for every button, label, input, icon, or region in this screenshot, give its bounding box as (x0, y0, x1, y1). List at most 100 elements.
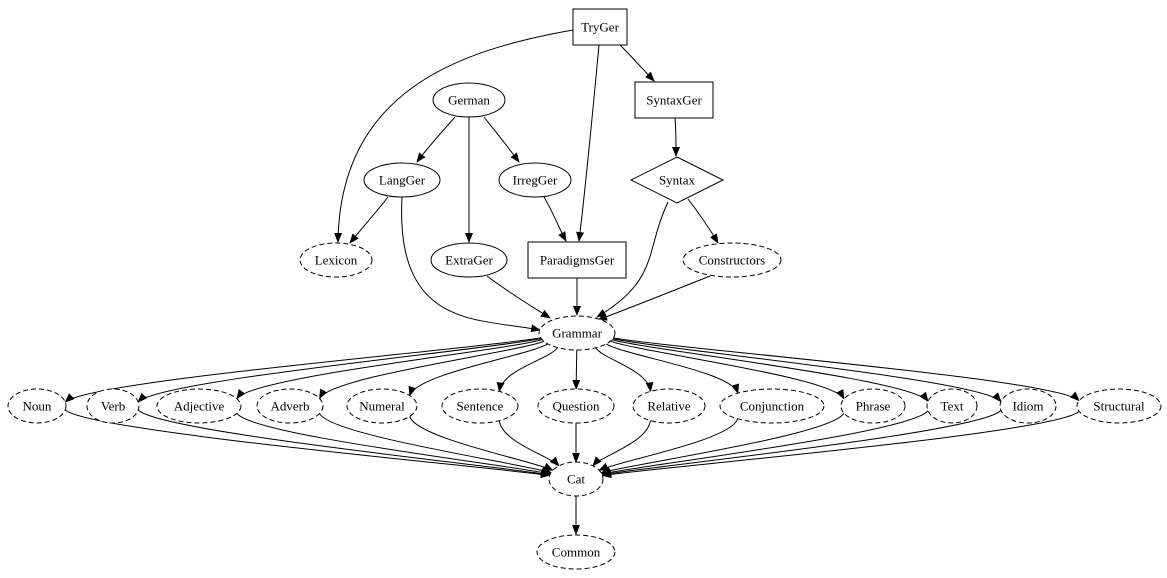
node-question: Question (537, 388, 615, 424)
node-cat-label: Cat (567, 472, 585, 487)
node-syntaxger: SyntaxGer (634, 81, 714, 119)
node-noun-label: Noun (23, 399, 52, 414)
node-langger-label: LangGer (379, 173, 426, 188)
node-text-label: Text (941, 399, 964, 414)
node-constructors: Constructors (682, 242, 782, 278)
node-phrase-label: Phrase (856, 399, 891, 414)
node-numeral: Numeral (346, 388, 418, 424)
node-syntax-label: Syntax (659, 173, 696, 188)
node-lexicon-shape (299, 242, 373, 278)
node-conjunction: Conjunction (719, 388, 825, 424)
edge-grammar-to-idiom (612, 338, 1002, 403)
node-grammar: Grammar (538, 315, 616, 351)
node-extrager-label: ExtraGer (445, 253, 493, 268)
node-syntaxger-shape (634, 81, 714, 119)
edge-grammar-to-structural (613, 337, 1080, 402)
node-constructors-shape (682, 242, 782, 278)
node-constructors-label: Constructors (699, 253, 765, 268)
edge-grammar-to-adverb (319, 340, 545, 400)
edge-tryger-to-lexicon (334, 29, 574, 243)
node-german-label: German (448, 93, 490, 108)
node-cat: Cat (548, 461, 604, 497)
edge-noun-to-cat (64, 409, 551, 479)
edge-grammar-to-text (611, 339, 929, 403)
node-paradigmsger: ParadigmsGer (527, 241, 627, 279)
node-extrager-shape (430, 242, 508, 278)
node-cat-shape (548, 461, 604, 497)
node-langger-shape (363, 162, 441, 198)
node-german: German (432, 82, 506, 118)
node-adjective-shape (156, 388, 242, 424)
edge-syntax-to-constructors (687, 198, 719, 244)
node-numeral-label: Numeral (359, 399, 405, 414)
node-lexicon-label: Lexicon (315, 253, 358, 268)
node-relative-label: Relative (647, 399, 691, 414)
node-syntax: Syntax (629, 156, 725, 204)
edge-syntax-to-grammar (596, 201, 669, 318)
node-common: Common (536, 534, 616, 570)
node-question-shape (537, 388, 615, 424)
node-structural: Structural (1076, 388, 1162, 424)
node-structural-label: Structural (1093, 399, 1145, 414)
node-text-shape (926, 388, 978, 424)
node-grammar-shape (538, 315, 616, 351)
node-langger: LangGer (363, 162, 441, 198)
edge-grammar-to-sentence (496, 347, 558, 393)
node-conjunction-shape (719, 388, 825, 424)
edge-grammar-to-noun (64, 337, 541, 403)
node-phrase-shape (840, 388, 906, 424)
node-noun: Noun (7, 388, 67, 424)
edge-structural-to-cat (601, 410, 1080, 479)
edge-grammar-to-question (572, 349, 581, 390)
edge-adjective-to-cat (236, 413, 552, 477)
node-paradigmsger-label: ParadigmsGer (540, 253, 615, 268)
edge-extrager-to-grammar (486, 275, 551, 319)
node-verb-shape (86, 388, 140, 424)
node-question-label: Question (553, 399, 600, 414)
node-idiom-shape (999, 388, 1057, 424)
edge-grammar-to-numeral (408, 343, 549, 397)
edge-irregger-to-paradigmsger (543, 196, 567, 242)
node-adjective: Adjective (156, 388, 242, 424)
node-tryger: TryGer (572, 8, 628, 46)
node-irregger-shape (498, 162, 572, 198)
node-lexicon: Lexicon (299, 242, 373, 278)
edge-adverb-to-cat (319, 413, 552, 474)
edge-langger-to-lexicon (349, 196, 389, 244)
node-grammar-label: Grammar (552, 326, 602, 341)
node-sentence-shape (441, 388, 519, 424)
node-common-label: Common (552, 545, 601, 560)
node-adverb: Adverb (256, 388, 324, 424)
node-adverb-shape (256, 388, 324, 424)
edge-verb-to-cat (137, 409, 551, 478)
node-german-shape (432, 82, 506, 118)
edge-relative-to-cat (592, 420, 651, 467)
edge-syntaxger-to-syntax (671, 117, 680, 157)
node-tryger-shape (572, 8, 628, 46)
node-conjunction-label: Conjunction (740, 399, 805, 414)
edge-grammar-to-adjective (236, 339, 543, 400)
edge-conjunction-to-cat (598, 418, 739, 471)
node-idiom-label: Idiom (1012, 399, 1043, 414)
edge-text-to-cat (600, 410, 929, 477)
edge-constructors-to-grammar (597, 275, 711, 321)
edge-grammar-to-verb (137, 338, 542, 403)
node-paradigmsger-shape (527, 241, 627, 279)
node-adjective-label: Adjective (174, 399, 225, 414)
edges-layer (64, 29, 1080, 535)
edge-german-to-langger (416, 116, 456, 163)
node-numeral-shape (346, 388, 418, 424)
node-idiom: Idiom (999, 388, 1057, 424)
node-relative: Relative (632, 388, 706, 424)
edge-numeral-to-cat (409, 416, 554, 471)
node-extrager: ExtraGer (430, 242, 508, 278)
edge-grammar-to-relative (595, 347, 654, 393)
node-syntax-shape (629, 156, 725, 204)
edge-idiom-to-cat (601, 410, 1002, 478)
node-verb: Verb (86, 388, 140, 424)
node-tryger-label: TryGer (581, 20, 619, 35)
edge-tryger-to-paradigmsger (576, 44, 600, 242)
node-sentence: Sentence (441, 388, 519, 424)
node-adverb-label: Adverb (271, 399, 310, 414)
